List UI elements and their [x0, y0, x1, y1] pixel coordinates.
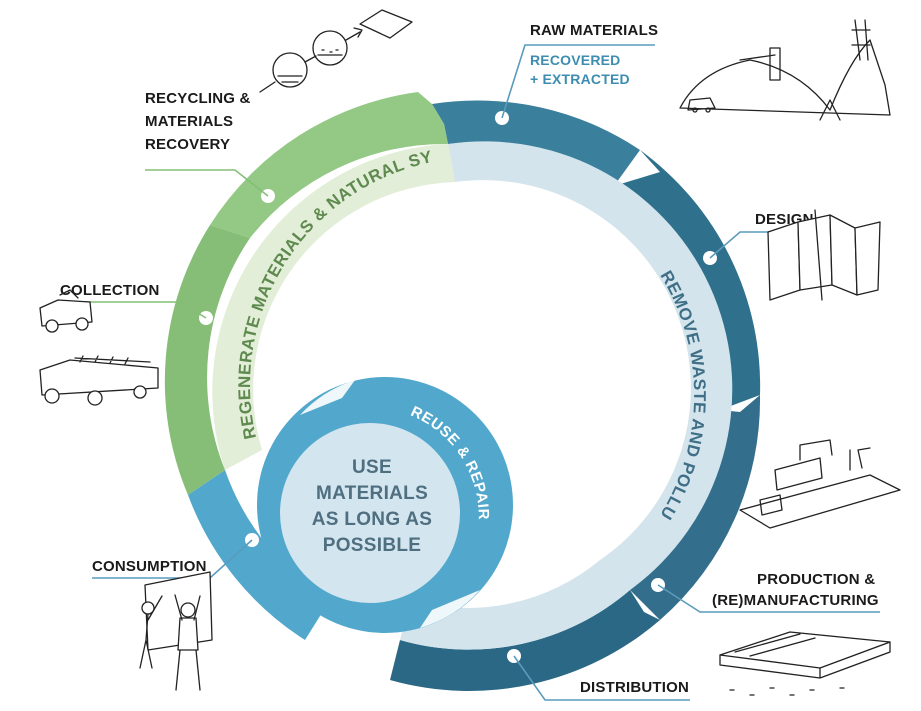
label-raw-materials-sub-1: RECOVERED	[530, 52, 620, 68]
label-recycling-3: RECOVERY	[145, 136, 230, 153]
label-collection: COLLECTION	[60, 282, 160, 299]
svg-text:MATERIALS: MATERIALS	[316, 483, 428, 504]
collection-truck-icon	[39, 289, 159, 406]
ring-segment-collection	[164, 225, 250, 495]
label-consumption: CONSUMPTION	[92, 558, 207, 575]
center-text: USE MATERIALS AS LONG AS POSSIBLE	[312, 457, 433, 556]
recycling-process-icon	[259, 9, 413, 93]
workers-carrying-panel-icon	[139, 571, 213, 691]
factory-machinery-icon	[739, 439, 901, 529]
label-raw-materials: RAW MATERIALS	[530, 22, 658, 39]
label-production-1: PRODUCTION &	[757, 571, 875, 588]
warehouse-icon	[719, 631, 891, 696]
regenerate-band	[212, 144, 455, 470]
ring-segment-distribution	[390, 590, 660, 691]
label-recycling-2: MATERIALS	[145, 113, 233, 130]
mining-site-icon	[679, 19, 891, 121]
center-circle	[280, 423, 460, 603]
svg-text:POSSIBLE: POSSIBLE	[323, 535, 421, 556]
folded-panels-icon	[767, 209, 881, 301]
ring-segment-production	[630, 395, 761, 620]
label-production-2: (RE)MANUFACTURING	[712, 592, 879, 609]
remove-waste-band	[400, 141, 733, 650]
svg-text:AS LONG AS: AS LONG AS	[312, 509, 433, 530]
label-recycling-1: RECYCLING &	[145, 90, 251, 107]
outer-ring	[164, 92, 761, 691]
reuse-loop	[257, 377, 513, 633]
label-distribution: DISTRIBUTION	[580, 679, 689, 696]
svg-text:USE: USE	[352, 457, 392, 478]
label-raw-materials-sub-2: + EXTRACTED	[530, 71, 630, 87]
ring-segment-consumption	[188, 470, 330, 640]
